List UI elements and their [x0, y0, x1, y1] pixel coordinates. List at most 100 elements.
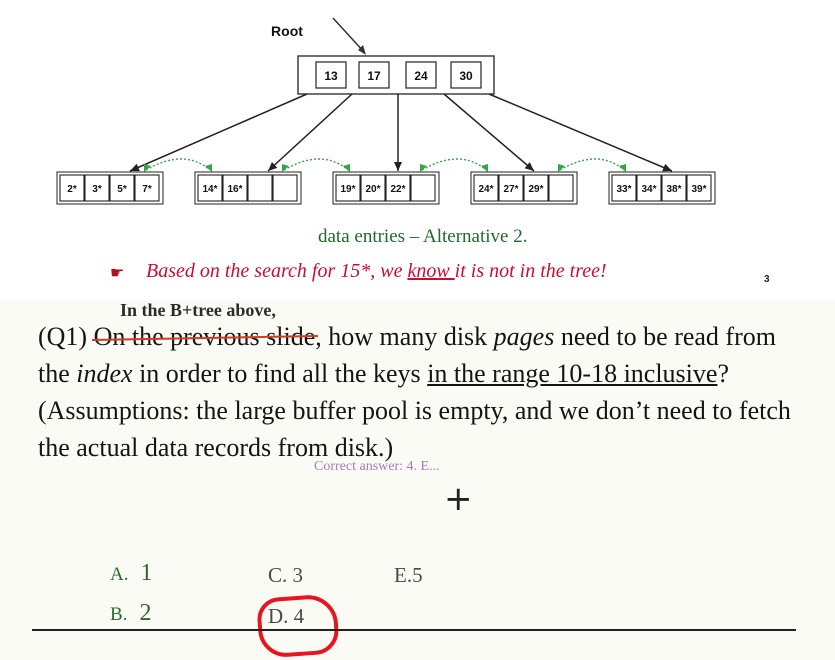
diagram-note: Based on the search for 15*, we know it … — [146, 260, 607, 283]
leaf-entry: 16* — [227, 184, 242, 195]
tree-edge — [267, 93, 353, 172]
pointing-hand-icon: ☛ — [110, 263, 125, 282]
leaf-cell — [109, 174, 135, 202]
leaf-node — [470, 171, 578, 205]
leaf-cell — [661, 174, 687, 202]
leaf-cell — [636, 174, 662, 202]
leaf-entry: 34* — [641, 184, 656, 195]
leaf-cell — [272, 174, 298, 202]
leaf-cell — [197, 174, 223, 202]
diagram-caption: data entries – Alternative 2. — [318, 226, 528, 247]
sibling-link-head — [205, 164, 212, 172]
sibling-link — [559, 158, 625, 171]
choice-e[interactable]: E.5 — [394, 563, 423, 587]
struck-out-text: On the previous slide — [93, 322, 316, 351]
root-key: 24 — [414, 69, 428, 83]
leaf-entry: 39* — [691, 184, 706, 195]
root-arrow — [332, 17, 365, 53]
leaf-entry: 33* — [616, 184, 631, 195]
question-part-2: need to be read from the — [38, 322, 776, 388]
leaf-cell — [523, 174, 549, 202]
sibling-link — [145, 158, 211, 171]
leaf-cell — [222, 174, 248, 202]
leaf-entry: 38* — [666, 184, 681, 195]
root-key: 30 — [459, 69, 473, 83]
leaf-node — [332, 171, 440, 205]
leaf-node — [56, 171, 164, 205]
tree-edge — [129, 93, 308, 172]
leaf-entry: 3* — [92, 184, 102, 195]
question-label: (Q1) — [38, 322, 94, 351]
emphasis-index: index — [76, 359, 133, 388]
tree-edge-head — [524, 162, 534, 171]
red-circle-annotation — [256, 593, 340, 659]
choice-d[interactable]: D. 4 — [268, 604, 305, 628]
leaf-entry: 2* — [67, 184, 77, 195]
choice-a[interactable]: A.1 — [110, 560, 153, 586]
choice-b[interactable]: B.2 — [110, 600, 152, 626]
question-part-1: , how many disk — [315, 322, 494, 351]
leaf-entry: 27* — [503, 184, 518, 195]
bottom-divider — [32, 629, 796, 631]
question-part-3: in order to find all the keys — [132, 359, 428, 388]
sibling-link — [283, 158, 349, 171]
leaf-entry: 7* — [142, 184, 152, 195]
leaf-node — [608, 171, 716, 205]
tree-edge — [488, 93, 673, 172]
leaf-entry: 20* — [365, 184, 380, 195]
leaf-entry: 14* — [202, 184, 217, 195]
leaf-cell — [247, 174, 273, 202]
leaf-cell — [59, 174, 85, 202]
sibling-link — [421, 158, 487, 171]
leaf-cell — [84, 174, 110, 202]
root-key-cell — [450, 61, 482, 89]
tree-edge-head — [130, 163, 140, 172]
tree-edge-head — [268, 161, 278, 171]
leaf-node — [194, 171, 302, 205]
leaf-cell — [611, 174, 637, 202]
leaf-cell — [548, 174, 574, 202]
choice-c[interactable]: C. 3 — [268, 563, 304, 587]
question-text: (Q1) On the previous slide, how many dis… — [38, 318, 798, 466]
crosshair-cursor-icon: + — [444, 479, 473, 519]
leaf-cell — [410, 174, 436, 202]
tree-edge — [443, 93, 535, 172]
sibling-link-tail — [144, 164, 151, 172]
root-key: 17 — [367, 69, 381, 83]
leaf-entry: 19* — [340, 184, 355, 195]
root-key-cell — [405, 61, 437, 89]
sibling-link-tail — [282, 164, 289, 172]
leaf-cell — [498, 174, 524, 202]
slide-top-region — [0, 0, 835, 300]
leaf-cell — [360, 174, 386, 202]
sibling-link-head — [619, 164, 626, 172]
sibling-link-tail — [558, 164, 565, 172]
slide-page-number: 3 — [764, 274, 770, 285]
root-key-cell — [358, 61, 390, 89]
sibling-link-head — [481, 164, 488, 172]
tree-edge-head — [394, 162, 402, 171]
root-arrow-head — [358, 45, 366, 55]
leaf-cell — [473, 174, 499, 202]
underlined-range: in the range 10-18 inclusive — [427, 359, 718, 388]
root-label: Root — [271, 23, 303, 39]
root-key: 13 — [324, 69, 338, 83]
leaf-cell — [134, 174, 160, 202]
leaf-cell — [686, 174, 712, 202]
handwritten-prefix: In the B+tree above, — [120, 300, 276, 320]
leaf-entry: 29* — [528, 184, 543, 195]
emphasis-pages: pages — [493, 322, 555, 351]
leaf-cell — [385, 174, 411, 202]
leaf-entry: 24* — [478, 184, 493, 195]
leaf-entry: 22* — [390, 184, 405, 195]
question-part-4: ? (Assumptions: the large buffer pool is… — [38, 359, 791, 462]
note-underlined-word: know — [407, 260, 455, 282]
leaf-cell — [335, 174, 361, 202]
faded-answer-overlay: Correct answer: 4. E... — [314, 459, 440, 474]
note-part-1: Based on the search for 15*, we — [146, 260, 408, 282]
sibling-link-head — [343, 164, 350, 172]
sibling-link-tail — [420, 164, 427, 172]
root-key-cell — [315, 61, 347, 89]
note-part-2: it is not in the tree! — [454, 260, 607, 282]
